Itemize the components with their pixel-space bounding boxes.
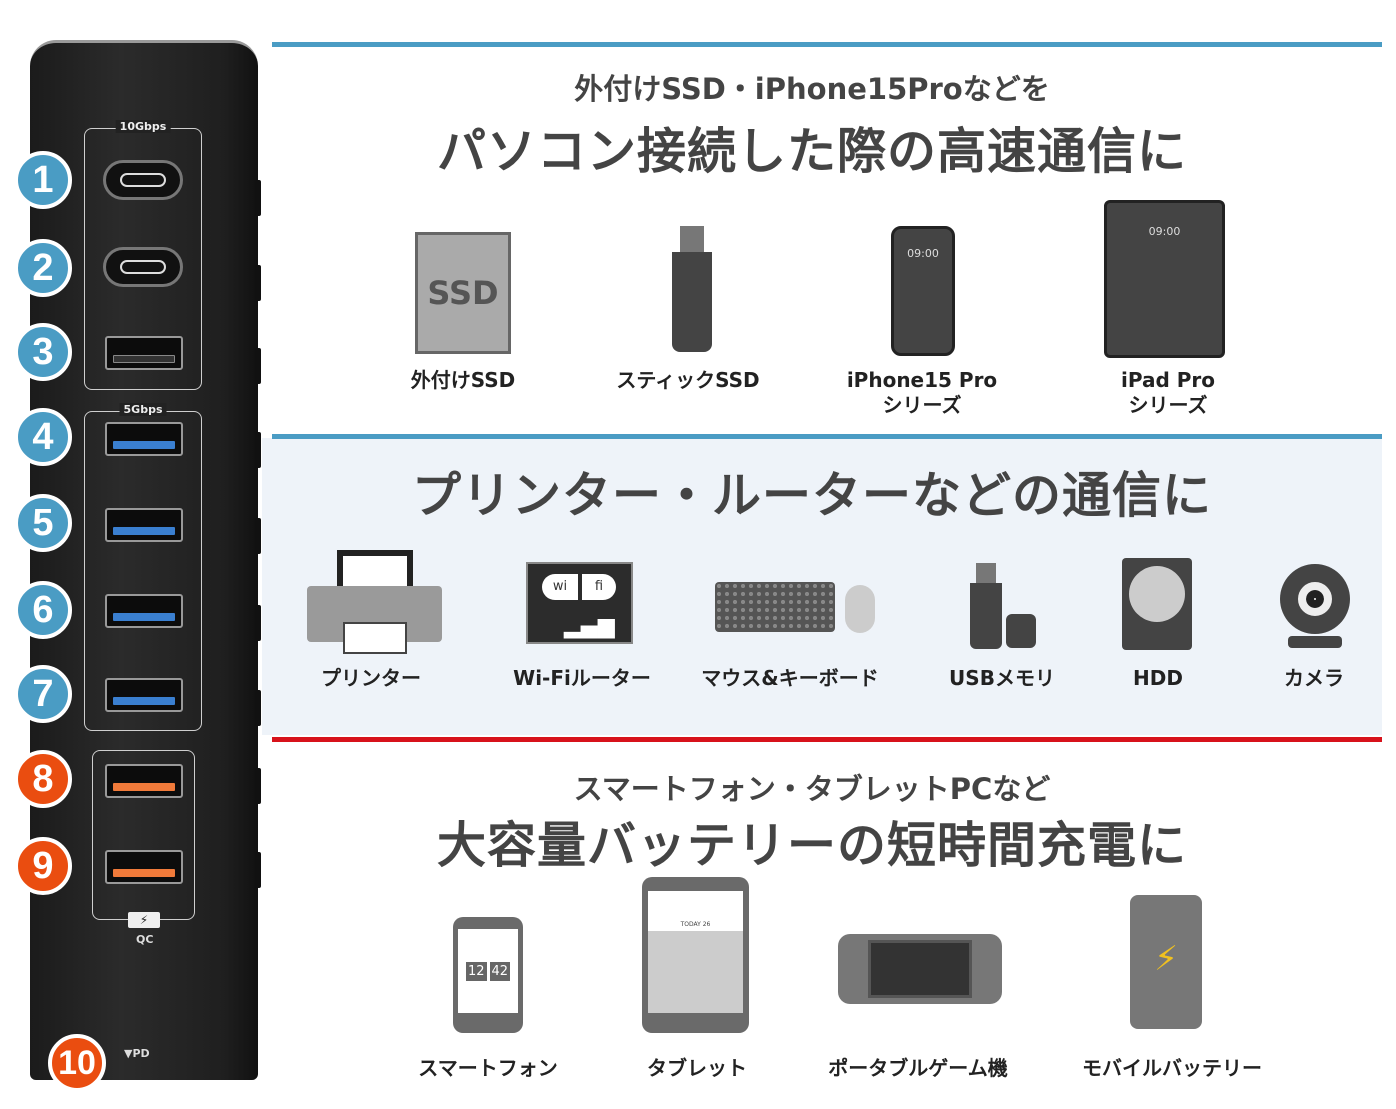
port-number-badge: 9	[14, 837, 72, 895]
label-5gbps: 5Gbps	[119, 403, 167, 416]
qc-battery-icon: ⚡	[128, 912, 160, 928]
label-10gbps: 10Gbps	[115, 120, 171, 133]
hub-side-button	[255, 265, 261, 301]
webcam-stand-icon	[1288, 636, 1342, 648]
section-3-title: 大容量バッテリーの短時間充電に	[436, 817, 1187, 874]
mouse-icon	[845, 585, 875, 633]
smartphone-icon: 12 42	[453, 917, 523, 1033]
usb-cap-icon	[1006, 614, 1036, 648]
usb-a-port-3	[105, 336, 183, 370]
device-label-line2: シリーズ	[882, 393, 962, 417]
tablet-weather-text: TODAY 26	[648, 891, 743, 931]
wifi-text: fi	[582, 574, 616, 600]
device-label: iPhone15 Pro	[846, 368, 998, 392]
device-label: USBメモリ	[949, 666, 1055, 690]
usb-c-port-2	[103, 247, 183, 287]
usb-c-port-1	[103, 160, 183, 200]
port-number-badge: 3	[14, 323, 72, 381]
hub-side-button	[255, 852, 261, 888]
hub-side-button	[255, 605, 261, 641]
section-divider	[272, 42, 1382, 47]
section-2-title: プリンター・ルーターなどの通信に	[411, 467, 1212, 524]
game-console-icon	[838, 934, 1002, 1004]
device-label: 外付けSSD	[410, 368, 516, 392]
signal-bars-icon: ▂▄▆	[564, 614, 615, 639]
port-number-badge: 1	[14, 151, 72, 209]
port-number-badge: 8	[14, 750, 72, 808]
usb-hub-image	[30, 40, 258, 1080]
usb-memory-icon	[970, 563, 1002, 649]
wifi-router-icon: wi fi ▂▄▆	[526, 562, 633, 644]
section-divider	[272, 434, 1382, 439]
ssd-icon: SSD	[415, 232, 511, 354]
section-1-subtitle: 外付けSSD・iPhone15Proなどを	[574, 72, 1050, 106]
wifi-text: wi	[542, 574, 578, 600]
section-3-subtitle: スマートフォン・タブレットPCなど	[573, 772, 1051, 806]
device-label: マウス&キーボード	[701, 666, 879, 690]
usb-a-port-6	[105, 594, 183, 628]
port-number-badge: 6	[14, 581, 72, 639]
usb-a-port-9	[105, 850, 183, 884]
hub-side-button	[255, 180, 261, 216]
usb-a-port-4	[105, 422, 183, 456]
hub-side-button	[255, 348, 261, 384]
port-number-badge: 4	[14, 408, 72, 466]
device-label: タブレット	[647, 1056, 747, 1080]
clock-hours: 12	[465, 961, 487, 981]
hub-side-button	[255, 768, 261, 804]
stick-ssd-icon	[672, 226, 712, 352]
port-number-badge: 7	[14, 665, 72, 723]
device-label: スマートフォン	[418, 1056, 558, 1080]
power-bank-icon: ⚡	[1130, 895, 1202, 1029]
ipad-icon: 09:00	[1104, 200, 1225, 358]
iphone-icon: 09:00	[891, 226, 955, 356]
port-number-badge: 5	[14, 494, 72, 552]
tablet-icon: TODAY 26	[642, 877, 749, 1033]
hub-side-button	[255, 690, 261, 726]
usb-a-port-7	[105, 678, 183, 712]
printer-icon	[307, 550, 442, 654]
port-number-badge: 2	[14, 239, 72, 297]
usb-a-port-8	[105, 764, 183, 798]
device-label: Wi-Fiルーター	[513, 666, 651, 690]
port-number-badge: 10	[48, 1034, 106, 1092]
device-label-line2: シリーズ	[1128, 393, 1208, 417]
hub-side-button	[255, 432, 261, 468]
hub-side-button	[255, 518, 261, 554]
hdd-icon	[1122, 558, 1192, 650]
device-label: ポータブルゲーム機	[828, 1056, 1008, 1080]
webcam-icon	[1280, 564, 1350, 634]
label-pd: ▼PD	[124, 1047, 150, 1060]
label-qc: QC	[136, 933, 154, 946]
section-divider	[272, 737, 1382, 742]
usb-a-port-5	[105, 508, 183, 542]
device-label: iPad Pro	[1120, 368, 1216, 392]
device-label: スティックSSD	[616, 368, 760, 392]
clock-minutes: 42	[489, 961, 511, 981]
device-label: HDD	[1133, 666, 1183, 690]
device-label: モバイルバッテリー	[1082, 1056, 1262, 1080]
section-1-title: パソコン接続した際の高速通信に	[436, 123, 1187, 180]
device-label: プリンター	[321, 666, 421, 690]
device-label: カメラ	[1284, 666, 1344, 690]
keyboard-icon	[715, 582, 835, 632]
